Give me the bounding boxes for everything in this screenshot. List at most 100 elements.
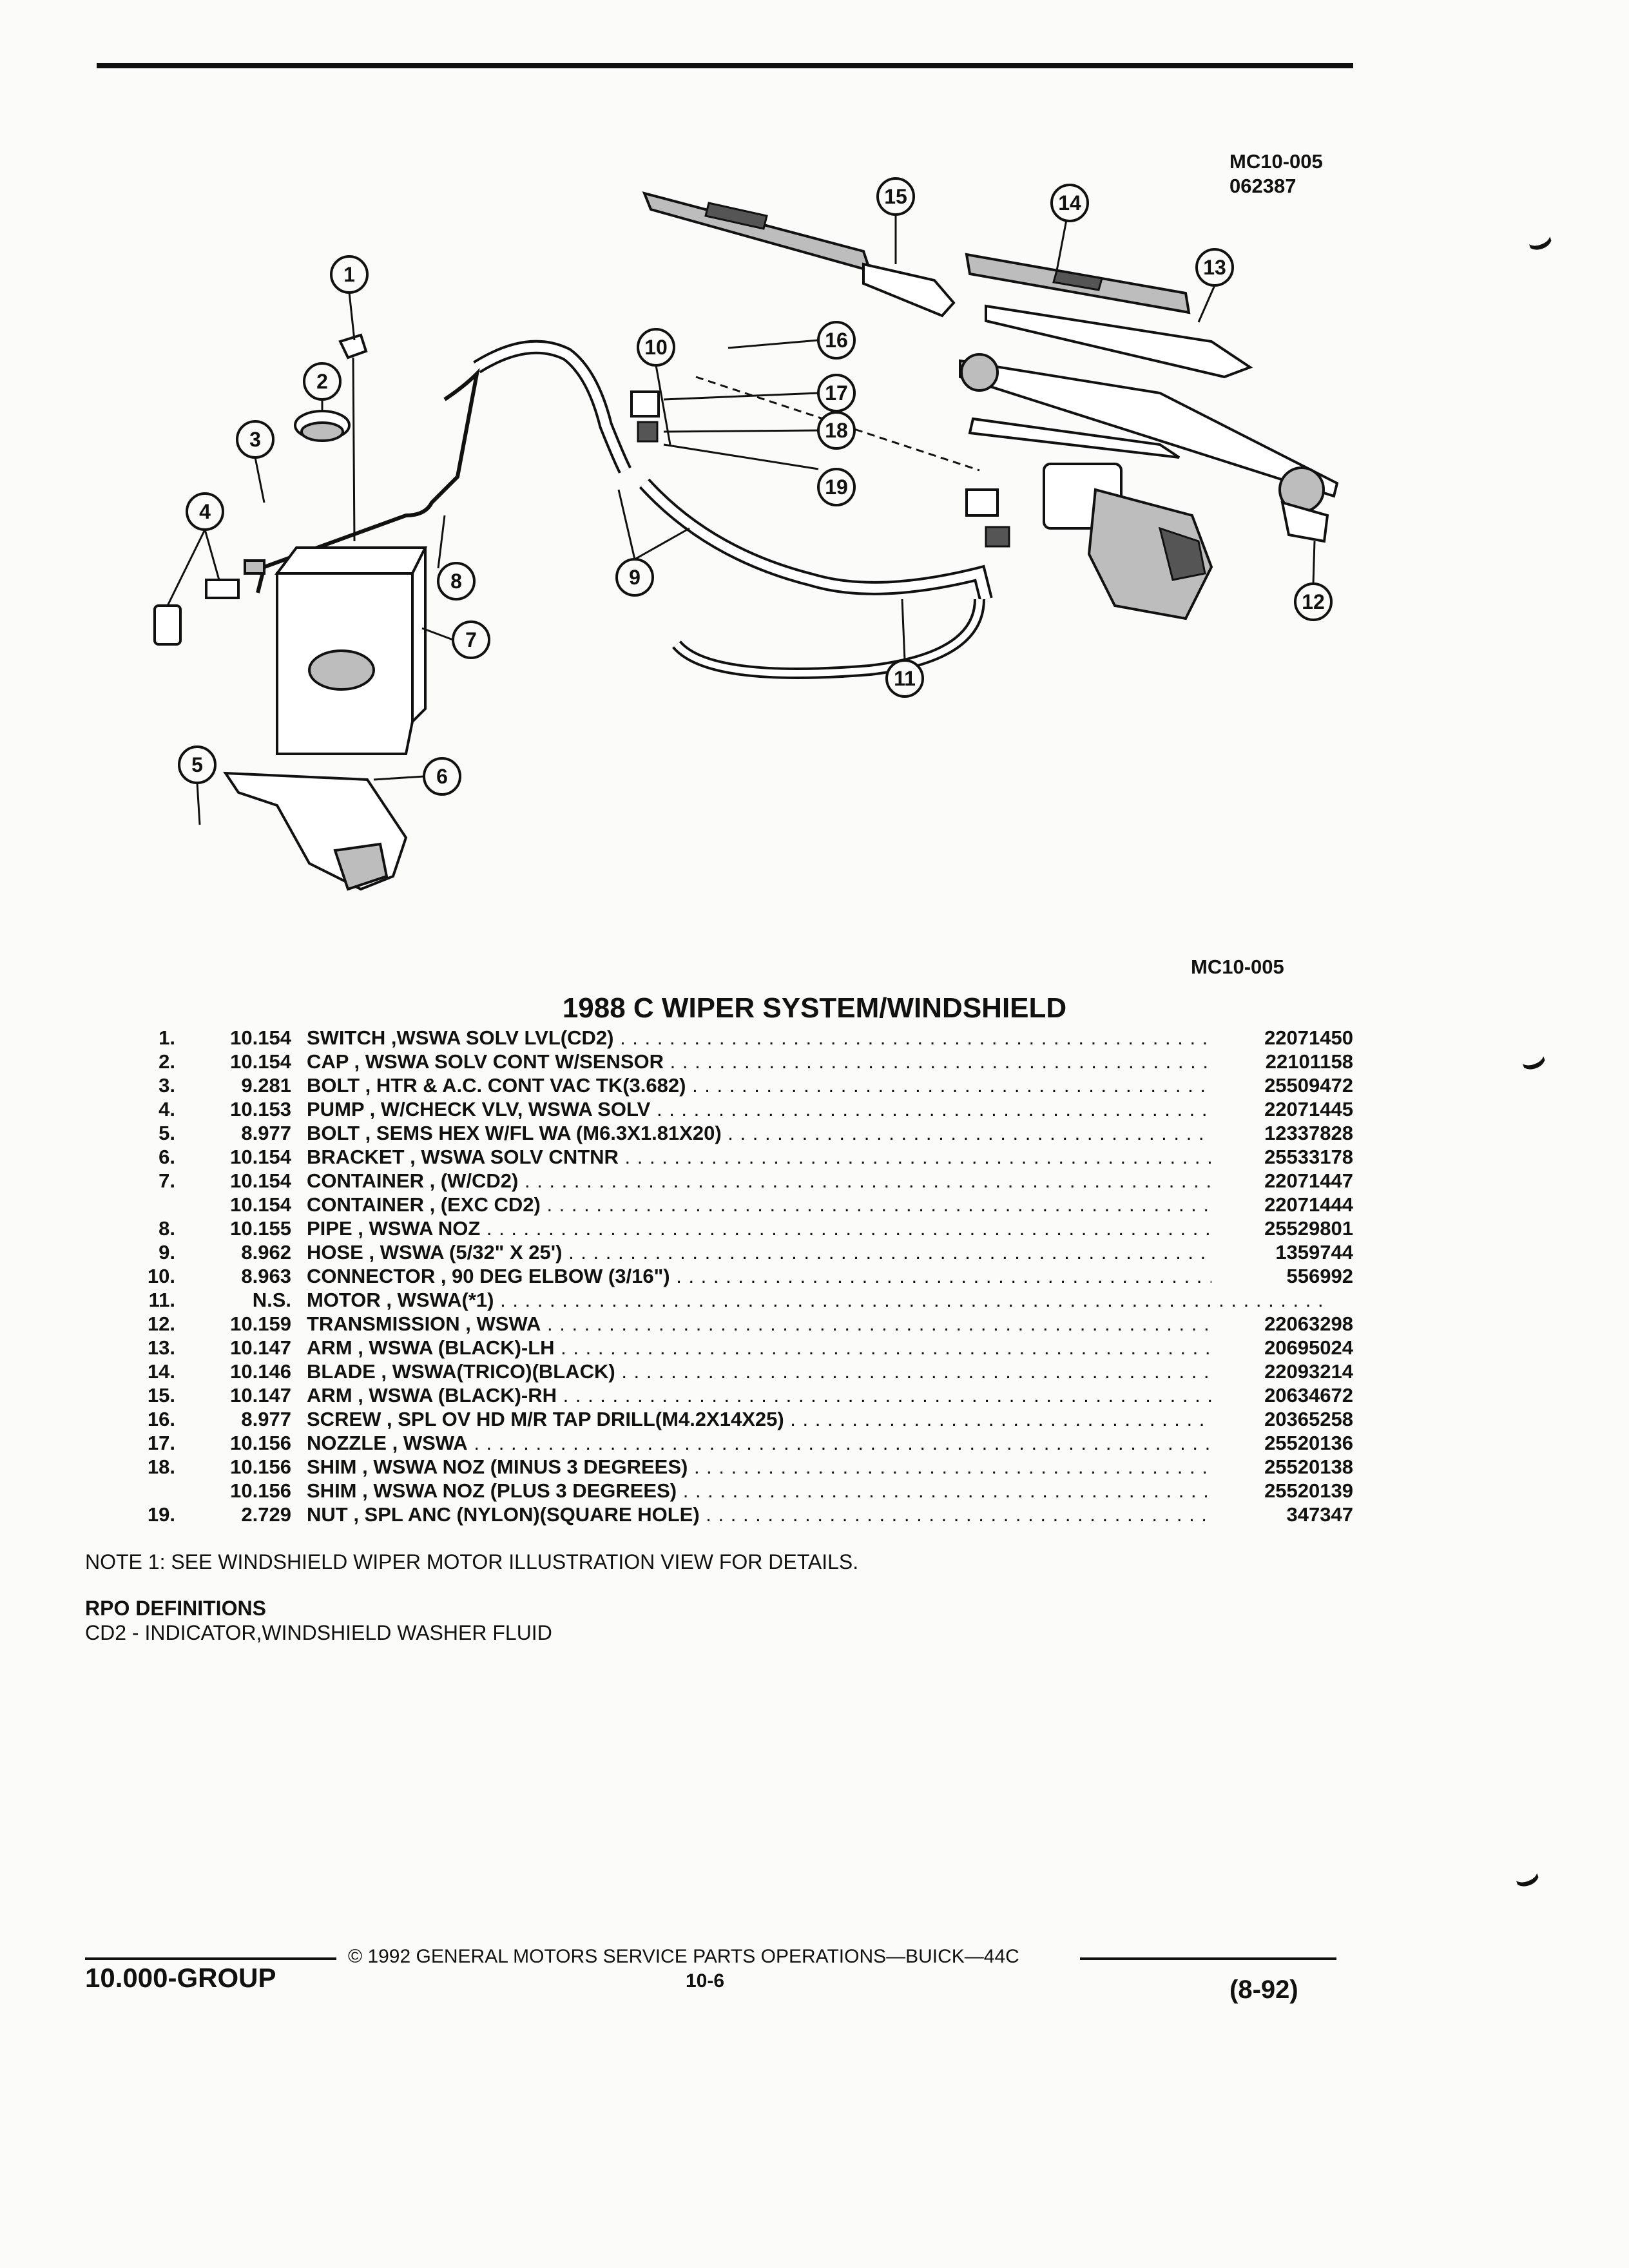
parts-row: 18. 10.156 SHIM , WSWA NOZ (MINUS 3 DEGREE… [129, 1455, 1353, 1479]
callout-6: 6 [423, 757, 461, 796]
callout-4: 4 [186, 492, 224, 531]
callout-1: 1 [330, 255, 369, 294]
item-number: 7. [159, 1169, 175, 1192]
group-number: 8.977 [241, 1122, 291, 1144]
item-number: 2. [159, 1050, 175, 1073]
part-number: 20634672 [1211, 1383, 1353, 1407]
svg-text:5: 5 [191, 753, 203, 776]
svg-text:13: 13 [1203, 256, 1226, 279]
parts-row: 19. 2.729 NUT , SPL ANC (NYLON)(SQUARE HOL… [129, 1503, 1353, 1526]
svg-text:12: 12 [1302, 590, 1325, 613]
part-number: 22093214 [1211, 1360, 1353, 1383]
reference-code: MC10-005 [1229, 150, 1323, 173]
item-number: 8. [159, 1217, 175, 1240]
svg-text:4: 4 [199, 500, 211, 523]
group-number: 9.281 [241, 1074, 291, 1097]
group-number: 10.147 [230, 1384, 291, 1407]
group-number: 10.156 [230, 1456, 291, 1478]
item-number: 6. [159, 1146, 175, 1168]
part-number: 25520139 [1211, 1479, 1353, 1503]
rpo-definition: CD2 - INDICATOR,WINDSHIELD WASHER FLUID [85, 1621, 552, 1644]
group-number: 8.977 [241, 1408, 291, 1430]
callout-3: 3 [236, 420, 275, 459]
svg-text:7: 7 [465, 628, 477, 651]
item-number: 18. [147, 1456, 175, 1478]
part-description: SWITCH ,WSWA SOLV LVL(CD2) [307, 1026, 1325, 1050]
item-number: 4. [159, 1098, 175, 1120]
svg-text:6: 6 [436, 765, 448, 788]
group-number: 10.154 [230, 1169, 291, 1192]
part-description: HOSE , WSWA (5/32" X 25') [307, 1240, 1325, 1264]
part-description: CONTAINER , (EXC CD2) [307, 1193, 1325, 1216]
callout-5: 5 [178, 745, 217, 784]
footer-date: (8-92) [1229, 1975, 1298, 2004]
callout-11: 11 [885, 659, 924, 698]
group-number: 10.154 [230, 1146, 291, 1168]
callout-2: 2 [303, 362, 342, 401]
group-number: 10.156 [230, 1432, 291, 1454]
container-bracket [223, 771, 408, 891]
callout-12: 12 [1294, 582, 1333, 621]
item-number: 19. [147, 1503, 175, 1526]
wiper-blade-rh [642, 191, 872, 273]
callout-14: 14 [1050, 184, 1089, 222]
group-number: 2.729 [241, 1503, 291, 1526]
callout-15: 15 [876, 177, 915, 216]
callout-7: 7 [452, 620, 490, 659]
part-description: PUMP , W/CHECK VLV, WSWA SOLV [307, 1097, 1325, 1121]
part-description: TRANSMISSION , WSWA [307, 1312, 1325, 1336]
part-description: NUT , SPL ANC (NYLON)(SQUARE HOLE) [307, 1503, 1325, 1526]
wiper-arm-lh [985, 304, 1253, 379]
group-number: 10.155 [230, 1217, 291, 1240]
footer-page-number: 10-6 [686, 1970, 725, 1992]
part-number: 25509472 [1211, 1073, 1353, 1097]
svg-text:11: 11 [894, 667, 916, 690]
callout-16: 16 [817, 321, 856, 360]
part-number: 25529801 [1211, 1216, 1353, 1240]
svg-text:10: 10 [644, 336, 668, 359]
item-number: 3. [159, 1074, 175, 1097]
part-description: CONTAINER , (W/CD2) [307, 1169, 1325, 1193]
svg-text:19: 19 [825, 476, 848, 499]
part-description: BOLT , HTR & A.C. CONT VAC TK(3.682) [307, 1073, 1325, 1097]
footer-rule-left [85, 1957, 336, 1960]
part-number: 25520136 [1211, 1431, 1353, 1455]
svg-text:1: 1 [343, 263, 355, 286]
wiper-blade-lh [965, 253, 1191, 314]
wiper-transmission [959, 353, 1339, 543]
callout-19: 19 [817, 468, 856, 506]
footer-copyright: © 1992 GENERAL MOTORS SERVICE PARTS OPER… [348, 1946, 1019, 1967]
item-number: 11. [148, 1289, 175, 1311]
part-number: 20695024 [1211, 1336, 1353, 1360]
callout-17: 17 [817, 374, 856, 412]
part-number: 22071444 [1211, 1193, 1353, 1216]
part-number: 22071450 [1211, 1026, 1353, 1050]
group-number: 8.962 [241, 1241, 291, 1264]
svg-text:15: 15 [884, 185, 907, 208]
rpo-heading: RPO DEFINITIONS [85, 1597, 266, 1620]
parts-row: 11.N.S.MOTOR , WSWA(*1) [129, 1288, 1353, 1312]
part-number: 556992 [1211, 1264, 1353, 1288]
part-number: 25520138 [1211, 1455, 1353, 1479]
washer-container [275, 546, 428, 755]
part-description: MOTOR , WSWA(*1) [307, 1288, 1325, 1312]
item-number: 16. [147, 1408, 175, 1430]
callout-9: 9 [615, 558, 654, 597]
part-description: SHIM , WSWA NOZ (MINUS 3 DEGREES) [307, 1455, 1325, 1479]
group-number: 10.146 [230, 1360, 291, 1383]
part-number: 12337828 [1211, 1121, 1353, 1145]
svg-text:18: 18 [825, 419, 848, 442]
wiper-motor [1043, 463, 1213, 620]
item-number: 17. [147, 1432, 175, 1454]
